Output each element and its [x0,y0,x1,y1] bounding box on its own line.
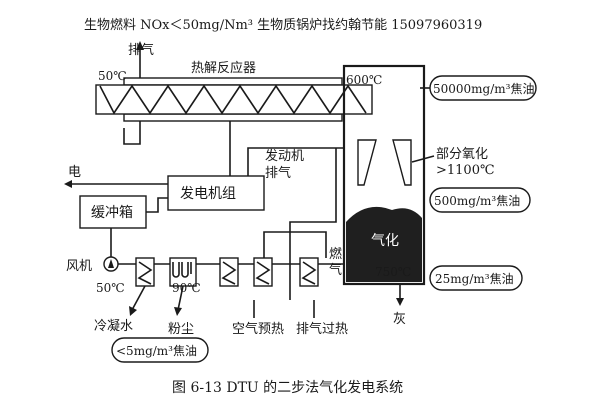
pyrolysis-reactor [95,77,373,122]
temp-600: 600℃ [346,73,382,87]
tar-5-label: <5mg/m³焦油 [116,344,197,358]
exhaust-top-arrow-icon [136,41,144,50]
temp-50-top: 50℃ [98,69,127,83]
air-preheat-label: 空气预热 [232,321,284,337]
figure-caption: 图 6-13 DTU 的二步法气化发电系统 [172,380,403,396]
dust-arrow-icon [174,307,182,316]
fan-label: 风机 [66,259,92,274]
tar-25-badge [429,265,523,291]
generator-set-box [167,175,265,211]
gas-label-1: 燃 [329,246,342,262]
buffer-tank-box [79,195,147,229]
gas-label-2: 气 [329,262,342,278]
tar-500-label: 500mg/m³焦油 [434,194,520,208]
engine-exhaust-label-2: 排气 [265,165,291,181]
ash-arrow-icon [396,298,404,306]
gasification-label: 气化 [371,233,399,249]
char-bed [346,206,422,282]
pyrolysis-reactor-label: 热解反应器 [191,60,256,76]
exhaust-superheat-label: 排气过热 [296,321,348,337]
electricity-arrow-icon [64,180,72,188]
dust-label: 粉尘 [168,322,194,337]
partial-oxidation-label-1: 部分氧化 [436,147,488,162]
tar-5-badge [111,337,209,363]
generator-set-label: 发电机组 [180,186,236,202]
temp-750: 750℃ [375,265,411,279]
partial-oxidation-label-2: >1100℃ [436,163,495,178]
temp-90: 90℃ [172,281,201,295]
engine-exhaust-line [247,147,344,176]
temp-50-bottom: 50℃ [96,281,125,295]
buffer-tank-label: 缓冲箱 [91,205,133,221]
screw-conveyor-zigzag [99,84,367,115]
electricity-label: 电 [68,165,81,180]
heat-exchangers [135,257,319,287]
tar-500-badge [429,187,531,213]
tar-25-label: 25mg/m³焦油 [435,272,514,286]
header-text: 生物燃料 NOx＜50mg/Nm³ 生物质锅炉找约翰节能 15097960319 [84,17,482,33]
gasifier-vessel [342,64,426,286]
condensate-arrow-icon [129,306,137,316]
exhaust-top-label: 排气 [128,42,154,58]
engine-exhaust-label-1: 发动机 [265,148,304,164]
condensate-label: 冷凝水 [94,318,133,334]
tar-50000-label: 50000mg/m³焦油 [433,82,534,96]
ash-label: 灰 [393,312,406,327]
